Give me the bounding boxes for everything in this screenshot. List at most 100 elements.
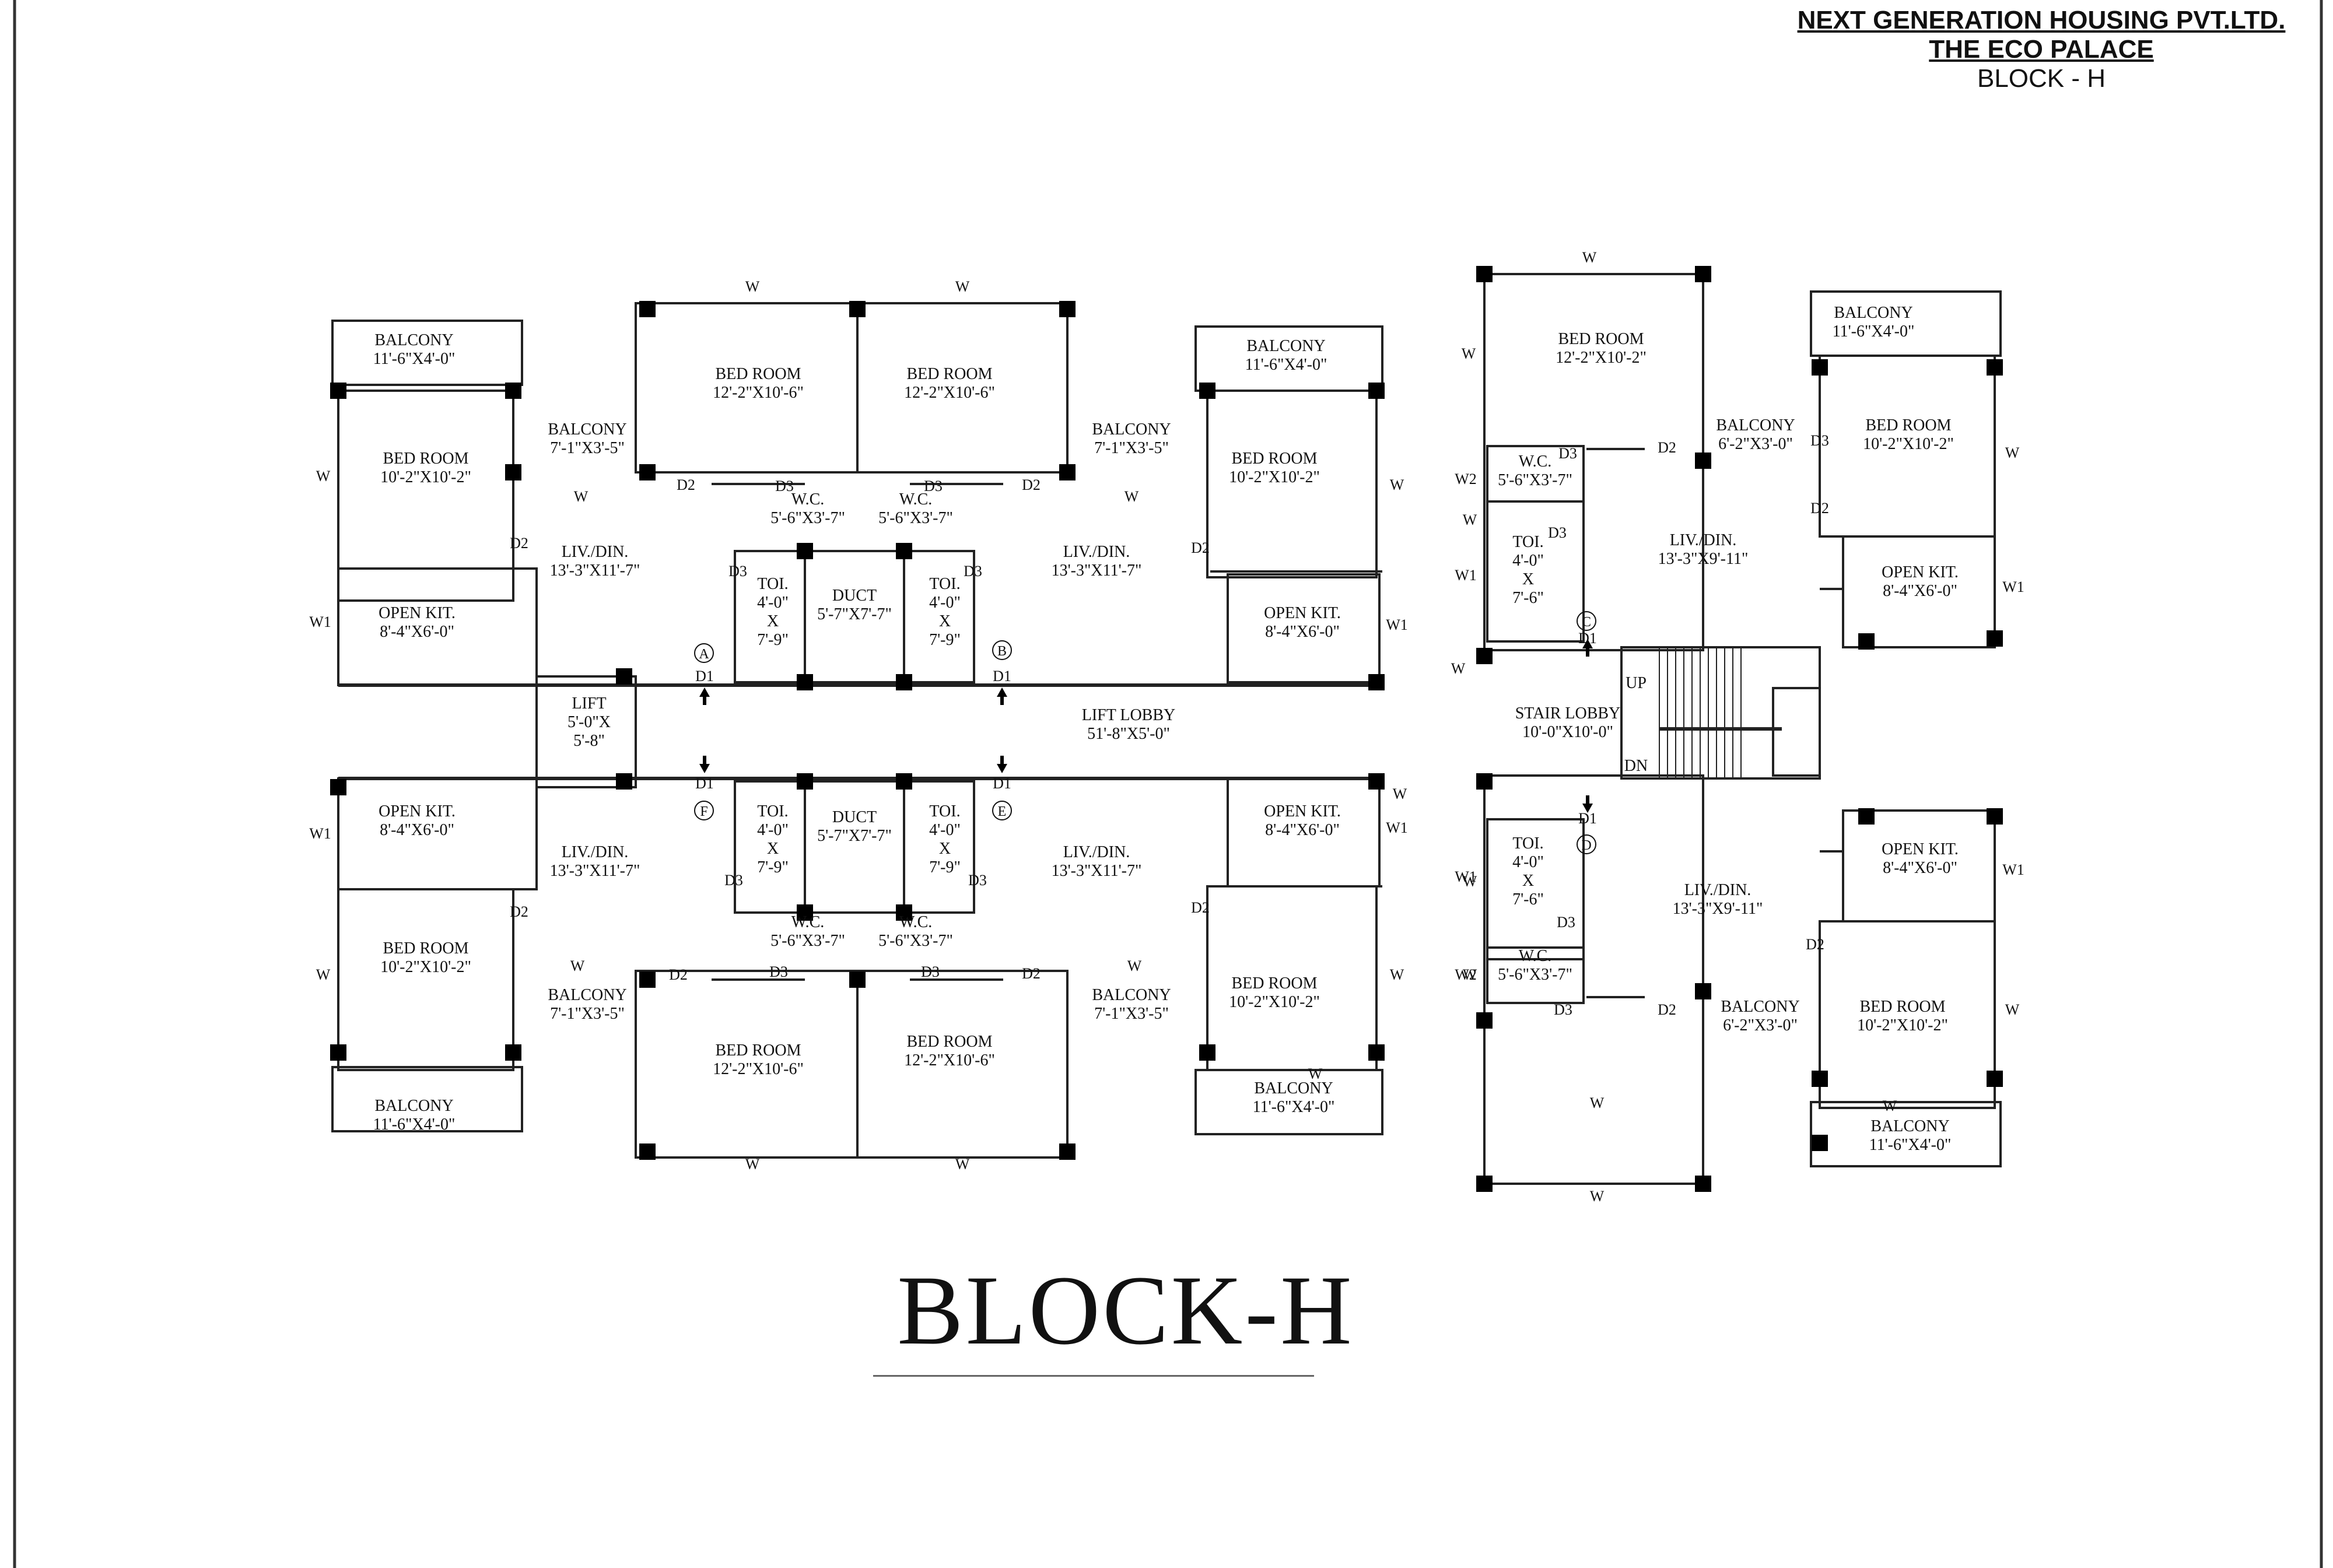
room-label-line: 8'-4"X6'-0" [380, 821, 454, 839]
column [1695, 266, 1711, 282]
room-label-line: OPEN KIT. [1882, 563, 1959, 581]
room-label-line: X [1522, 570, 1534, 588]
balcony-outline [1194, 1069, 1383, 1135]
room-label-line: BALCONY [1716, 416, 1795, 434]
tag-w1: W1 [309, 825, 331, 842]
column [797, 773, 813, 790]
room-label-line: W.C. [899, 490, 933, 508]
wc-a-label: W.C.5'-6"X3'-7" [770, 490, 845, 527]
room-label-line: 6'-2"X3'-0" [1718, 435, 1793, 453]
column [505, 464, 521, 480]
column [1476, 266, 1493, 282]
room-label-line: 11'-6"X4'-0" [373, 350, 456, 368]
room-label-line: 11'-6"X4'-0" [1833, 322, 1915, 341]
tag-w: W [745, 1156, 760, 1173]
column [1695, 1176, 1711, 1192]
tag-d3: D3 [968, 872, 987, 889]
room-label-line: BED ROOM [383, 939, 468, 957]
tag-d1: D1 [695, 668, 714, 685]
room-label-line: 8'-4"X6'-0" [380, 623, 454, 641]
room-label-line: LIV./DIN. [1684, 881, 1751, 899]
tag-w: W [1590, 1188, 1605, 1205]
tag-w: W [1582, 249, 1597, 266]
tag-d3: D3 [1557, 914, 1575, 931]
kit-d-label: OPEN KIT.8'-4"X6'-0" [1882, 840, 1959, 877]
stair-dn-label: DN [1624, 757, 1648, 775]
room-label-line: 5'-6"X3'-7" [770, 509, 845, 527]
room-label-line: OPEN KIT. [1264, 604, 1341, 622]
room-label-line: BALCONY [1092, 420, 1171, 439]
room-label-line: TOI. [929, 802, 960, 820]
tag-d2: D2 [510, 535, 528, 552]
toi-f-label: TOI.4'-0"X7'-9" [757, 802, 789, 876]
column [1858, 633, 1875, 650]
column [639, 464, 656, 480]
balcony-outline [331, 1066, 523, 1132]
tag-d3: D3 [775, 478, 794, 494]
room-label-line: 5'-8" [573, 732, 605, 750]
flat-mark-letter: C [1582, 615, 1591, 630]
room-label-line: 12'-2"X10'-6" [713, 384, 804, 402]
room-label-line: OPEN KIT. [379, 604, 456, 622]
column [505, 1044, 521, 1061]
tag-d1: D1 [993, 775, 1011, 792]
liv-f-label: LIV./DIN.13'-3"X11'-7" [550, 843, 640, 880]
room-label-line: 4'-0" [929, 594, 961, 612]
kit-f-label: OPEN KIT.8'-4"X6'-0" [379, 802, 456, 839]
room-label-line: 12'-2"X10'-6" [904, 384, 995, 402]
bedroom-outline [337, 390, 514, 602]
flat-mark-b: B [992, 640, 1012, 660]
column [1368, 1044, 1385, 1061]
column [1987, 1071, 2003, 1087]
room-label-line: BED ROOM [1558, 330, 1644, 348]
room-label-line: 11'-6"X4'-0" [1869, 1136, 1952, 1154]
room-label-line: 7'-9" [929, 858, 961, 876]
entry-arrow [699, 764, 710, 773]
tag-d3: D3 [1558, 445, 1577, 462]
room-label-line: BED ROOM [1859, 998, 1945, 1016]
tag-w: W [955, 278, 970, 295]
stair-outline [1620, 646, 1821, 780]
tag-w: W [745, 278, 760, 295]
room-label-line: TOI. [1512, 834, 1543, 853]
tag-w: W [955, 1156, 970, 1173]
flat-mark-e: E [992, 801, 1012, 820]
room-label-line: X [767, 612, 779, 630]
kit-b-label: OPEN KIT.8'-4"X6'-0" [1264, 604, 1341, 641]
room-label-line: LIV./DIN. [1063, 543, 1130, 561]
tag-d3: D3 [1548, 524, 1567, 541]
tag-w: W [2005, 1001, 2020, 1018]
room-label-line: 6'-2"X3'-0" [1723, 1016, 1798, 1034]
room-label-line: BED ROOM [906, 365, 992, 383]
entry-arrow [997, 764, 1007, 773]
room-label-line: 11'-6"X4'-0" [373, 1116, 456, 1134]
liv-e-label: LIV./DIN.13'-3"X11'-7" [1052, 843, 1142, 880]
tag-d2: D2 [1191, 899, 1210, 916]
tag-w: W [316, 966, 331, 983]
column [1812, 359, 1828, 376]
tag-w: W [1127, 957, 1142, 974]
room-label-line: 10'-2"X10'-2" [380, 468, 471, 486]
room-label-line: W.C. [791, 913, 825, 931]
room-label-line: X [939, 840, 951, 858]
room-label-line: BALCONY [1246, 337, 1325, 355]
column [1059, 464, 1076, 480]
flat-mark-a: A [694, 643, 714, 663]
room-label-line: LIV./DIN. [1063, 843, 1130, 861]
kitchen-outline [1227, 573, 1381, 683]
room-label-line: BALCONY [374, 331, 453, 349]
column [639, 301, 656, 317]
room-label-line: 10'-2"X10'-2" [1857, 1016, 1948, 1034]
room-label-line: LIFT [572, 694, 606, 713]
